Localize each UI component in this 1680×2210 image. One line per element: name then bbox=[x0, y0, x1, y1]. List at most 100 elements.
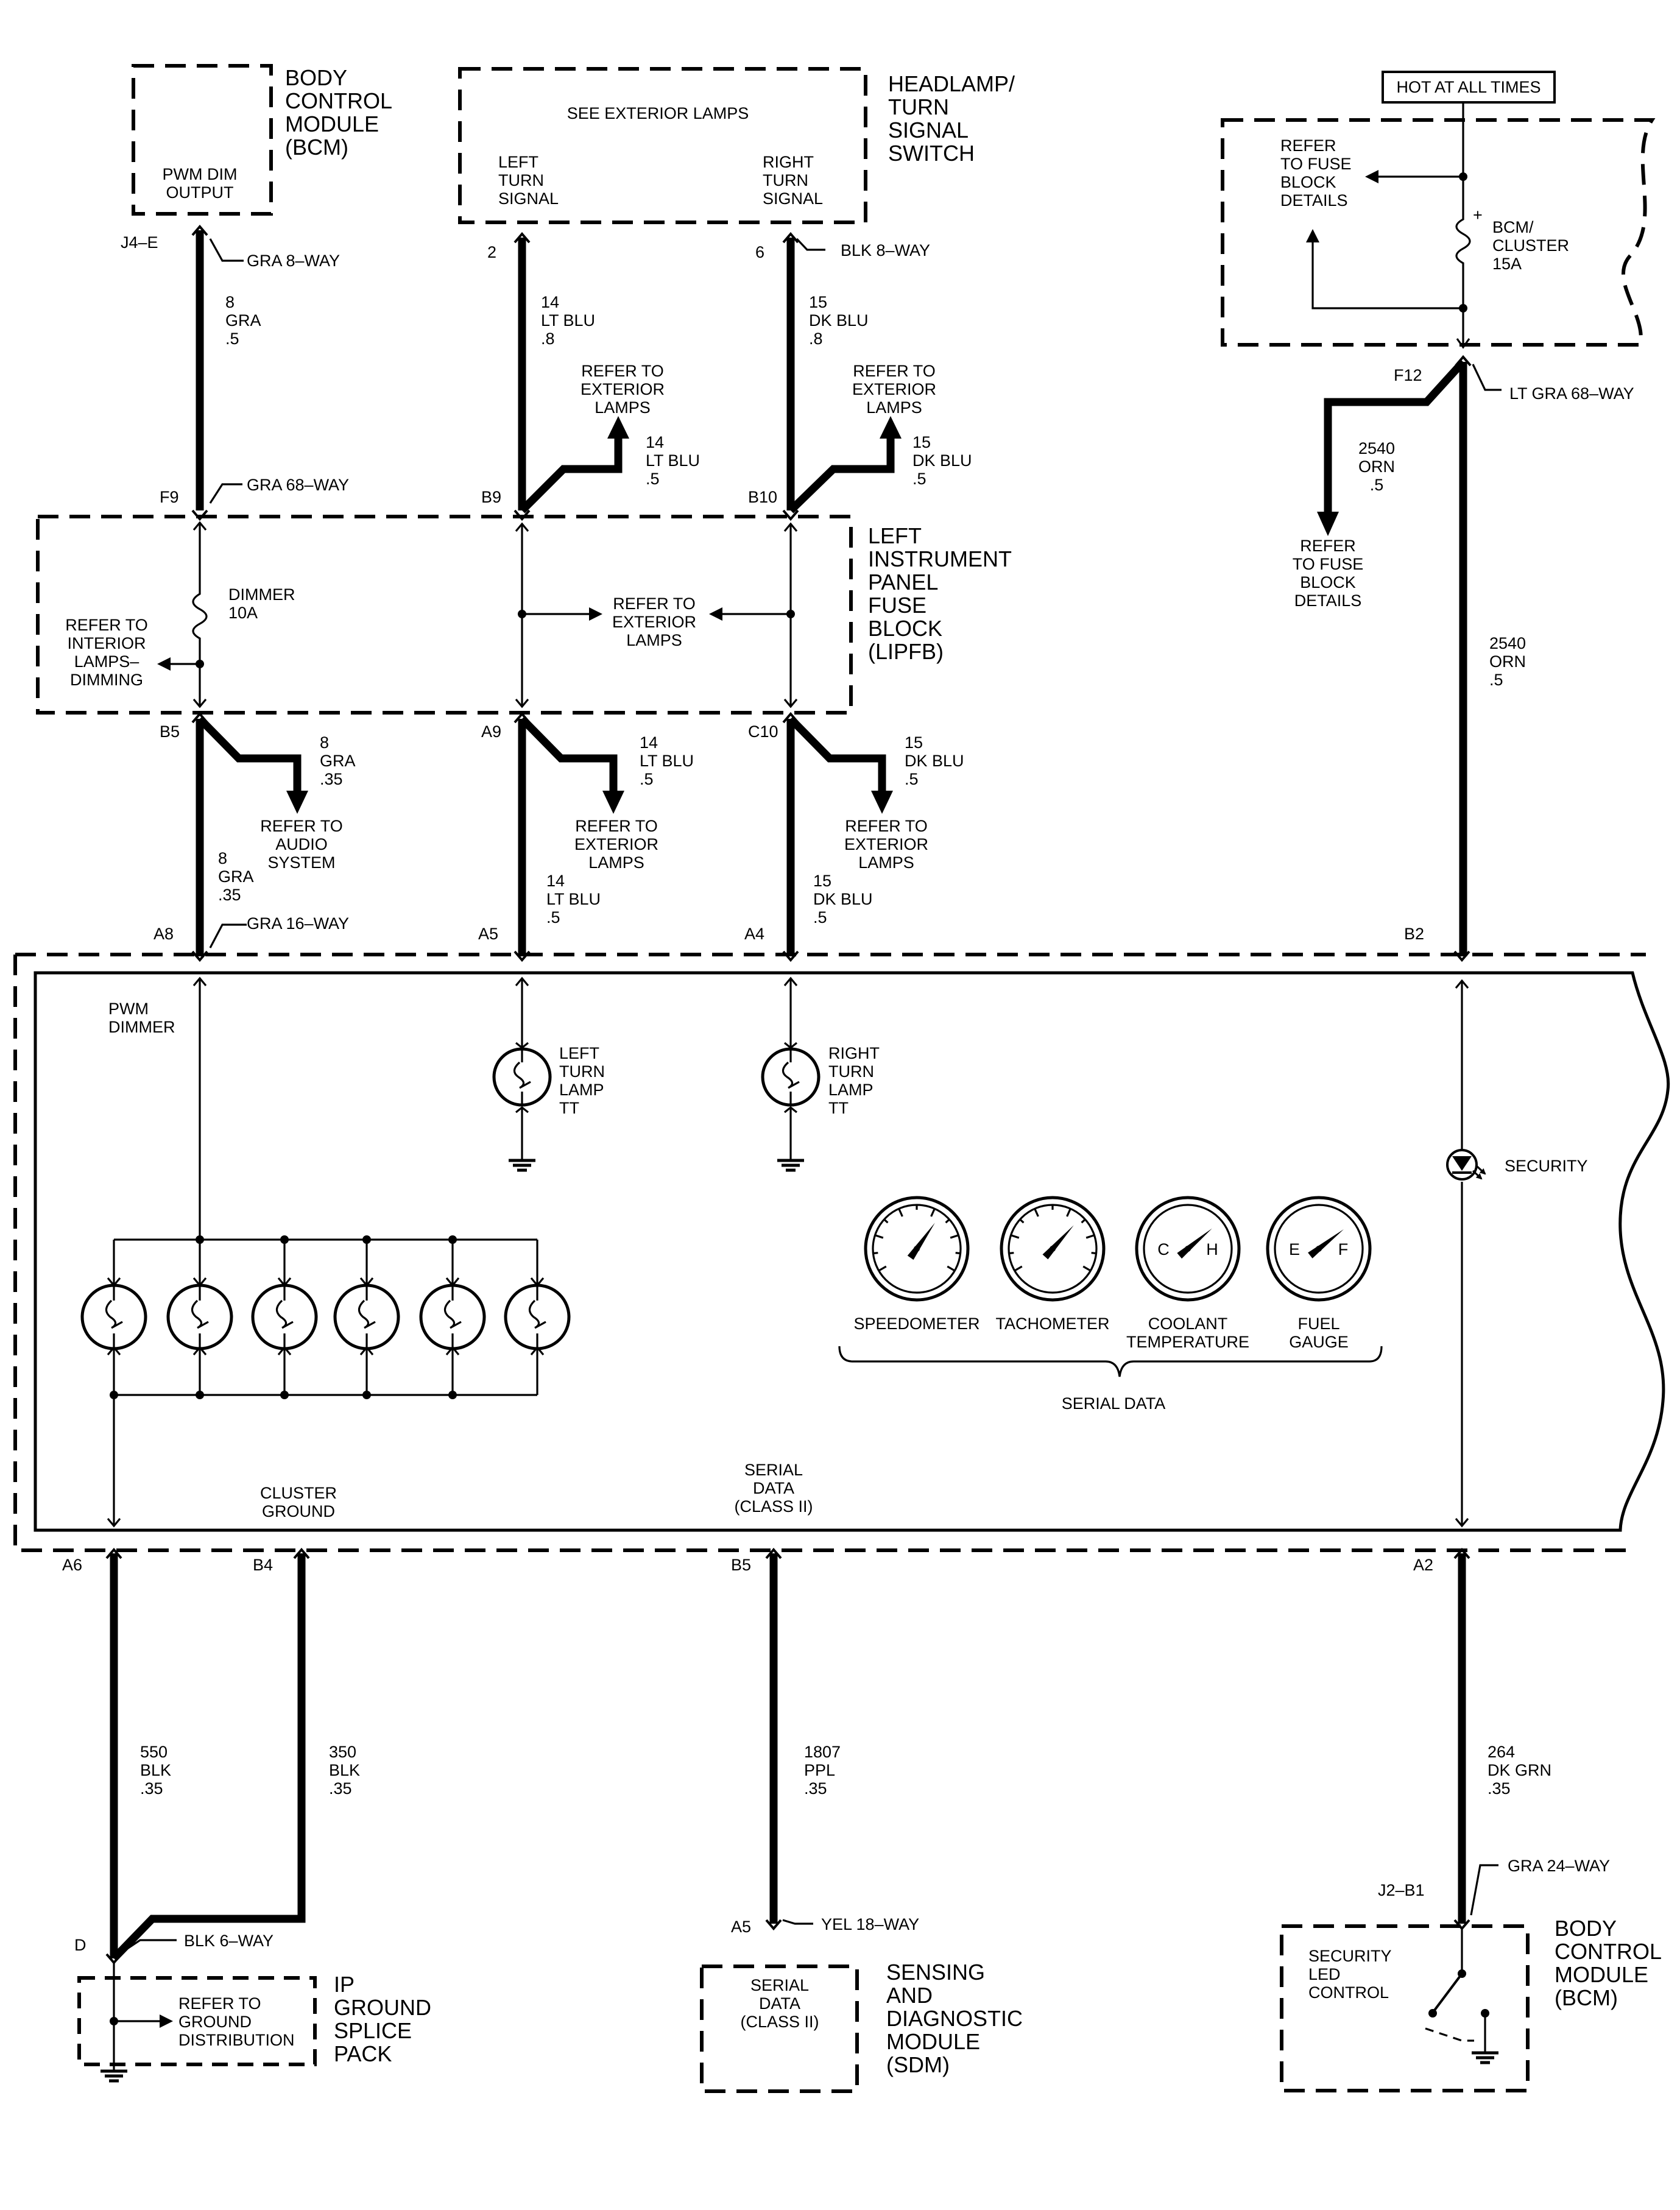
serial-data-brace bbox=[838, 1346, 1383, 1377]
ip-splice-box bbox=[77, 1976, 317, 2066]
cluster-lamp-1 bbox=[80, 1240, 147, 1395]
conn-gra-24way: GRA 24–WAY bbox=[1508, 1857, 1610, 1875]
ip-splice-internals bbox=[101, 1963, 173, 2083]
pin-j4e: J4–E bbox=[121, 233, 158, 252]
cluster-outer-box bbox=[13, 953, 1646, 1552]
conn-gra-68way: GRA 68–WAY bbox=[247, 476, 349, 494]
wire-14-lt-blu-mid-branch bbox=[519, 716, 618, 797]
security-label: SECURITY bbox=[1505, 1157, 1588, 1175]
fuse-block-box bbox=[1221, 118, 1656, 347]
pin-j2b1: J2–B1 bbox=[1378, 1881, 1425, 1899]
pin-6: 6 bbox=[755, 243, 764, 261]
lipfb-box bbox=[36, 515, 853, 715]
conn-blk-6way: BLK 6–WAY bbox=[184, 1932, 274, 1950]
cluster-internals bbox=[107, 976, 537, 1528]
arrow-exterior-lt-mid bbox=[602, 791, 624, 814]
hot-at-all-times-box bbox=[1382, 71, 1556, 104]
bcm-bottom-internals bbox=[1425, 1929, 1498, 2064]
arrow-exterior-dk-mid bbox=[871, 791, 893, 814]
pin-b5: B5 bbox=[160, 722, 180, 741]
headlamp-switch-box bbox=[458, 67, 867, 224]
conn-gra-8way: GRA 8–WAY bbox=[247, 252, 340, 270]
wire-2540-orn-branch bbox=[1324, 359, 1466, 518]
pin-a5: A5 bbox=[478, 925, 498, 943]
wire-14-lt-blu-branch bbox=[519, 434, 623, 514]
pin-a6: A6 bbox=[62, 1556, 82, 1574]
gauge-mark-H: H bbox=[1206, 1240, 1218, 1259]
pin-2: 2 bbox=[487, 243, 496, 261]
right-turn-lamp-symbol bbox=[761, 1042, 821, 1114]
pin-b4: B4 bbox=[253, 1556, 273, 1574]
cluster-lamp-5 bbox=[419, 1240, 486, 1395]
wire-8-gra-branch bbox=[197, 716, 302, 797]
left-turn-lamp-circuit bbox=[509, 976, 535, 1172]
gauge-label-2: TACHOMETER bbox=[996, 1315, 1110, 1333]
wire-15-dk-blu-mid-branch bbox=[788, 716, 886, 797]
cluster-lamp-3 bbox=[251, 1240, 318, 1395]
conn-gra-16way: GRA 16–WAY bbox=[247, 914, 349, 933]
arrow-fuse-details bbox=[1317, 512, 1339, 536]
pin-b9: B9 bbox=[481, 488, 501, 506]
pin-f12: F12 bbox=[1394, 366, 1422, 384]
right-turn-lamp-circuit bbox=[777, 976, 804, 1172]
gauge-label-1: SPEEDOMETER bbox=[853, 1315, 979, 1333]
hot-at-all-times: HOT AT ALL TIMES bbox=[1396, 78, 1541, 96]
connector-leaders bbox=[121, 238, 1502, 1954]
cluster-inner-box bbox=[34, 971, 1670, 1532]
wire-15-dk-blu-branch bbox=[788, 434, 895, 514]
turn-lamp-symbols bbox=[492, 1042, 821, 1114]
pin-c10: C10 bbox=[748, 722, 778, 741]
gauge-mark-E: E bbox=[1289, 1240, 1300, 1259]
pin-a9: A9 bbox=[481, 722, 501, 741]
conn-lt-gra-68way: LT GRA 68–WAY bbox=[1509, 384, 1634, 403]
arrow-exterior-lt-top bbox=[607, 416, 629, 439]
pin-b2: B2 bbox=[1404, 925, 1424, 943]
lipfb-internals bbox=[157, 521, 798, 708]
serial-data-label: SERIAL DATA bbox=[1062, 1394, 1166, 1413]
left-turn-lamp-symbol bbox=[492, 1042, 552, 1114]
fuse-block-internals bbox=[1306, 102, 1471, 349]
pin-a2: A2 bbox=[1413, 1556, 1433, 1574]
arrow-exterior-dk-top bbox=[880, 416, 902, 439]
gauge-mark-F: F bbox=[1338, 1240, 1349, 1259]
